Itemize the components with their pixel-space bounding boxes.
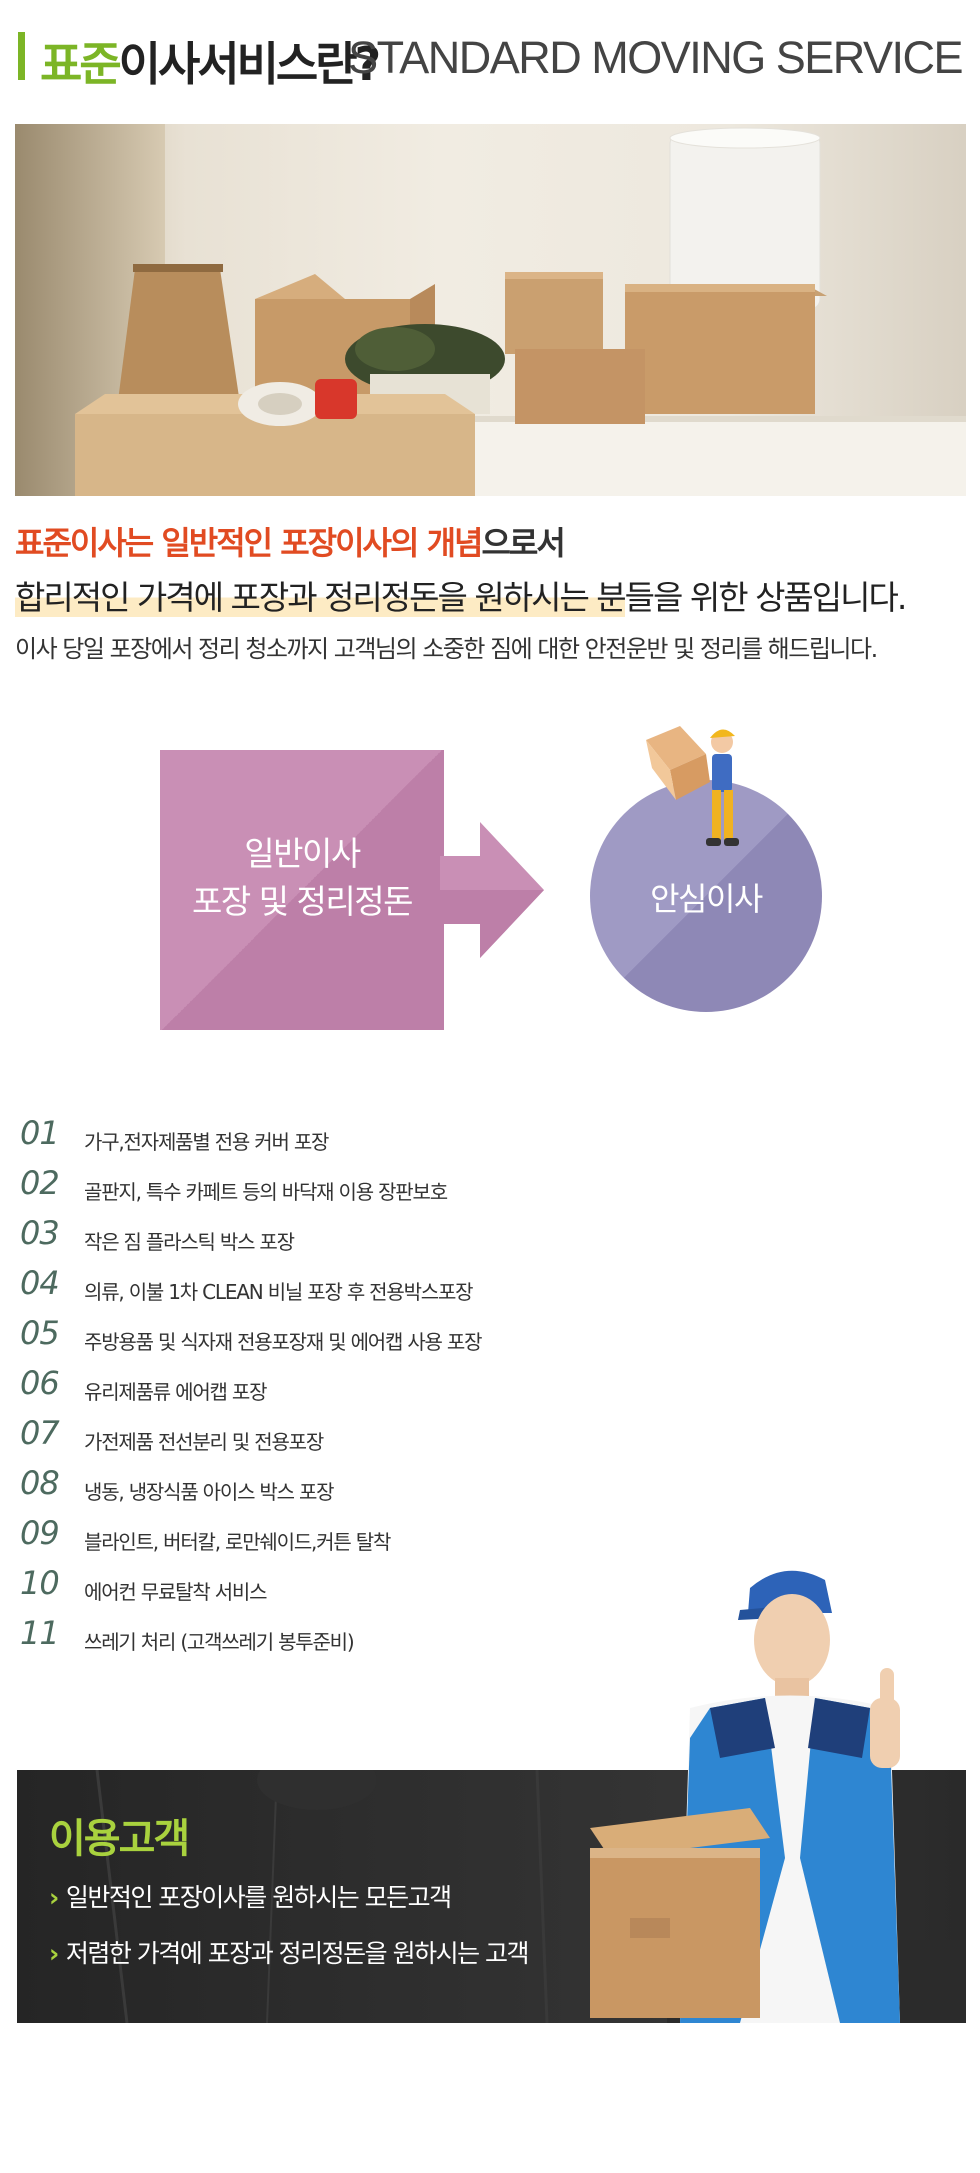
list-item-number: 08 xyxy=(20,1464,60,1502)
boxes-illustration xyxy=(75,127,966,496)
list-item-text: 가구,전자제품별 전용 커버 포장 xyxy=(84,1130,329,1154)
intro-line-2: 합리적인 가격에 포장과 정리정돈을 원하시는 분들을 위한 상품입니다. xyxy=(15,570,965,626)
chevron-right-icon: › xyxy=(49,1939,59,1968)
list-item-number: 03 xyxy=(20,1214,60,1252)
list-item-number: 06 xyxy=(20,1364,60,1402)
list-item-text: 유리제품류 에어캡 포장 xyxy=(84,1380,268,1404)
list-item: 02 골판지, 특수 카페트 등의 바닥재 이용 장판보호 xyxy=(20,1164,660,1214)
list-item-number: 01 xyxy=(20,1114,60,1152)
list-item-number: 10 xyxy=(20,1564,60,1602)
worker-carrying-box-icon xyxy=(646,726,739,846)
list-item: 11 쓰레기 처리 (고객쓰레기 봉투준비) xyxy=(20,1614,660,1664)
customer-item: ›저렴한 가격에 포장과 정리정돈을 원하시는 고객 xyxy=(49,1934,530,1970)
arrow-right-icon xyxy=(440,822,544,958)
list-item-number: 09 xyxy=(20,1514,60,1552)
section-header: 표준이사서비스란? STANDARD MOVING SERVICE xyxy=(18,26,963,91)
service-diagram: 일반이사 포장 및 정리정돈 안심이사 xyxy=(150,720,850,1030)
list-item: 05 주방용품 및 식자재 전용포장재 및 에어캡 사용 포장 xyxy=(20,1314,660,1364)
list-item-text: 냉동, 냉장식품 아이스 박스 포장 xyxy=(84,1480,335,1504)
list-item-number: 02 xyxy=(20,1164,60,1202)
general-moving-box xyxy=(160,750,444,1030)
page-title: 표준이사서비스란? xyxy=(40,28,382,94)
intro-line-3: 이사 당일 포장에서 정리 청소까지 고객님의 소중한 짐에 대한 안전운반 및… xyxy=(15,635,878,663)
customers-title: 이용고객 xyxy=(49,1816,190,1862)
title-accent-bar xyxy=(18,32,25,80)
list-item-text: 쓰레기 처리 (고객쓰레기 봉투준비) xyxy=(84,1630,355,1654)
list-item: 01 가구,전자제품별 전용 커버 포장 xyxy=(20,1114,660,1164)
safe-moving-label: 안심이사 xyxy=(650,880,763,918)
list-item: 03 작은 짐 플라스틱 박스 포장 xyxy=(20,1214,660,1264)
title-main-text: 이사서비스란? xyxy=(118,37,382,91)
list-item-text: 에어컨 무료탈착 서비스 xyxy=(84,1580,268,1604)
list-item-text: 가전제품 전선분리 및 전용포장 xyxy=(84,1430,324,1454)
list-item: 04 의류, 이불 1차 CLEAN 비닐 포장 후 전용박스포장 xyxy=(20,1264,660,1314)
intro-line-1-emphasis: 표준이사는 일반적인 포장이사의 개념 xyxy=(15,524,483,562)
mover-thumbs-up-photo xyxy=(590,1570,900,2023)
general-moving-label: 일반이사 포장 및 정리정돈 xyxy=(160,830,444,926)
intro-line-1: 표준이사는 일반적인 포장이사의 개념으로서 xyxy=(15,516,965,570)
service-list: 01 가구,전자제품별 전용 커버 포장 02 골판지, 특수 카페트 등의 바닥재… xyxy=(20,1114,660,1664)
moving-boxes-photo xyxy=(15,124,966,496)
general-moving-line-2: 포장 및 정리정돈 xyxy=(192,882,414,921)
list-item-number: 04 xyxy=(20,1264,60,1302)
list-item: 10 에어컨 무료탈착 서비스 xyxy=(20,1564,660,1614)
customer-item: ›일반적인 포장이사를 원하시는 모든고객 xyxy=(49,1878,452,1914)
intro-text: 표준이사는 일반적인 포장이사의 개념으로서 합리적인 가격에 포장과 정리정돈… xyxy=(15,516,965,670)
list-item-text: 블라인트, 버터칼, 로만쉐이드,커튼 탈착 xyxy=(84,1530,391,1554)
chevron-right-icon: › xyxy=(49,1883,59,1912)
list-item: 09 블라인트, 버터칼, 로만쉐이드,커튼 탈착 xyxy=(20,1514,660,1564)
intro-line-2-highlight: 합리적인 가격에 포장과 정리정돈을 원하시는 분 xyxy=(15,578,627,617)
customer-item-text: 저렴한 가격에 포장과 정리정돈을 원하시는 고객 xyxy=(65,1939,530,1968)
list-item-number: 05 xyxy=(20,1314,60,1352)
customer-item-text: 일반적인 포장이사를 원하시는 모든고객 xyxy=(65,1883,452,1912)
intro-line-2-rest: 들을 위한 상품입니다. xyxy=(624,578,908,617)
intro-line-1-rest: 으로서 xyxy=(481,524,565,562)
list-item-number: 11 xyxy=(20,1614,60,1652)
title-accent-text: 표준 xyxy=(40,37,122,91)
list-item-text: 의류, 이불 1차 CLEAN 비닐 포장 후 전용박스포장 xyxy=(84,1280,474,1304)
list-item: 08 냉동, 냉장식품 아이스 박스 포장 xyxy=(20,1464,660,1514)
list-item-text: 골판지, 특수 카페트 등의 바닥재 이용 장판보호 xyxy=(84,1180,448,1204)
safe-moving-circle xyxy=(590,780,822,1012)
list-item: 06 유리제품류 에어캡 포장 xyxy=(20,1364,660,1414)
list-item-number: 07 xyxy=(20,1414,60,1452)
english-title: STANDARD MOVING SERVICE xyxy=(348,32,963,83)
list-item-text: 작은 짐 플라스틱 박스 포장 xyxy=(84,1230,295,1254)
list-item-text: 주방용품 및 식자재 전용포장재 및 에어캡 사용 포장 xyxy=(84,1330,483,1354)
general-moving-line-1: 일반이사 xyxy=(244,834,361,873)
list-item: 07 가전제품 전선분리 및 전용포장 xyxy=(20,1414,660,1464)
